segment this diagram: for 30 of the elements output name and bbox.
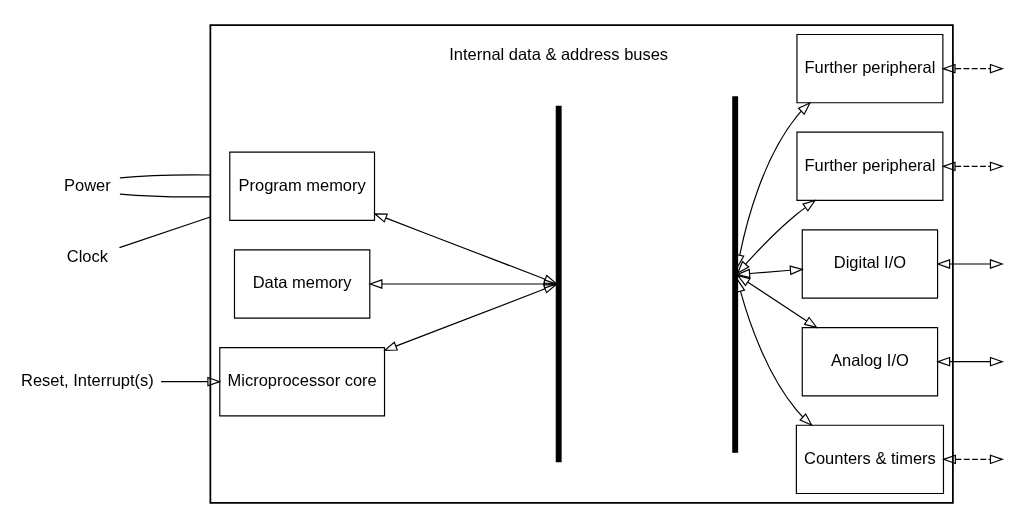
arrow: [940, 63, 1004, 74]
connector: [118, 173, 211, 178]
arrow: [935, 356, 1004, 367]
node-box: Microprocessor core: [218, 346, 385, 416]
connector: [118, 193, 211, 197]
node-text: Power: [63, 175, 111, 194]
node-text: Clock: [66, 246, 108, 265]
node-bar: [555, 105, 562, 462]
arrow: [736, 198, 816, 274]
arrow: [735, 264, 804, 278]
node-box: Digital I/O: [801, 228, 938, 299]
node-box: Further peripheral: [795, 131, 943, 201]
arrow: [372, 212, 558, 284]
arrow: [940, 160, 1004, 171]
node-box: Analog I/O: [801, 326, 938, 396]
arrow: [382, 283, 558, 351]
node-box: Counters & timers: [795, 424, 944, 494]
node-bar: [731, 95, 738, 453]
node-box: Data memory: [233, 248, 370, 319]
node-box: Further peripheral: [795, 33, 943, 103]
arrow: [735, 277, 813, 426]
node-text: Reset, Interrupt(s): [20, 370, 154, 389]
arrow: [160, 376, 221, 387]
arrow: [935, 258, 1004, 269]
arrow: [735, 274, 818, 328]
arrow: [941, 453, 1004, 464]
node-label: Internal data & address buses: [448, 44, 668, 63]
arrow: [367, 278, 558, 289]
connector: [118, 215, 211, 248]
node-box: Program memory: [228, 151, 375, 221]
